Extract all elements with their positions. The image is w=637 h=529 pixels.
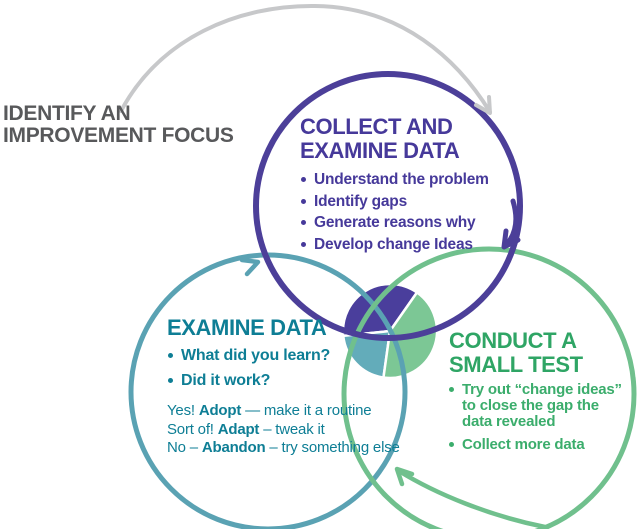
bullet-text: Understand the problem: [314, 171, 489, 188]
bullet-icon: [449, 387, 454, 392]
bullet-text: What did you learn?: [181, 347, 331, 364]
collect-title-line1: COLLECT AND: [300, 114, 453, 139]
conduct-to-examine-arrow: [394, 466, 548, 529]
decision-keyword: Adopt: [198, 402, 242, 419]
decision-rest: – try something else: [265, 439, 400, 457]
decision-rest: – tweak it: [259, 420, 325, 438]
collect-circle: [253, 71, 523, 341]
bullet-icon: [168, 378, 173, 383]
identify-arrowhead-icon: [474, 95, 492, 115]
identify-focus-line1: IDENTIFY AN: [3, 102, 131, 125]
bullet-text: Identify gaps: [314, 192, 407, 210]
bullet-icon: [449, 442, 454, 448]
conduct-circle: [341, 246, 637, 529]
collect-title-line2: EXAMINE DATA: [300, 138, 460, 163]
bullet-text: Did it work?: [181, 372, 271, 389]
list-item: Generate reasons why: [301, 212, 489, 234]
identify-focus-line2: IMPROVEMENT FOCUS: [3, 124, 234, 147]
decision-line: Yes! Adopt — make it a routine: [167, 402, 400, 421]
examine-to-collect-arrow: [239, 257, 261, 277]
conduct-arrow-shaft: [396, 468, 548, 529]
conduct-title: CONDUCT A SMALL TEST: [449, 329, 583, 377]
examine-arrowhead-icon: [239, 257, 261, 277]
bullet-text: Collect more data: [462, 436, 585, 454]
collect-bullet-list: Understand the problem Identify gaps Gen…: [301, 169, 489, 256]
list-item: What did you learn?: [168, 343, 330, 368]
conduct-title-line1: CONDUCT A: [449, 328, 577, 353]
decision-prefix: Yes!: [167, 402, 199, 419]
decision-keyword: Adapt: [217, 420, 260, 438]
conduct-arrowhead-icon: [394, 466, 415, 487]
list-item: Try out “change ideas” to close the gap …: [449, 382, 631, 429]
bullet-icon: [168, 353, 173, 358]
decision-prefix: No –: [167, 439, 202, 457]
decision-prefix: Sort of!: [167, 420, 218, 438]
collect-title: COLLECT AND EXAMINE DATA: [300, 114, 460, 163]
list-item: Develop change Ideas: [301, 234, 489, 256]
conduct-title-line2: SMALL TEST: [449, 352, 583, 377]
collect-to-conduct-arrow: [501, 198, 521, 250]
examine-decision-lines: Yes! Adopt — make it a routine Sort of! …: [167, 402, 400, 458]
bullet-icon: [301, 177, 306, 182]
bullet-text: Try out “change ideas” to close the gap …: [462, 381, 622, 430]
bullet-icon: [301, 220, 306, 226]
decision-line: Sort of! Adapt – tweak it: [167, 421, 400, 440]
bullet-text: Develop change Ideas: [314, 236, 473, 254]
identify-arrow-shaft: [119, 3, 492, 114]
decision-rest: — make it a routine: [241, 402, 372, 419]
decision-line: No – Abandon – try something else: [167, 439, 400, 458]
conduct-bullet-list: Try out “change ideas” to close the gap …: [449, 382, 631, 461]
list-item: Did it work?: [168, 368, 330, 393]
bullet-text: Generate reasons why: [314, 214, 476, 232]
decision-keyword: Abandon: [201, 439, 266, 457]
list-item: Understand the problem: [301, 169, 489, 191]
bullet-icon: [301, 242, 306, 248]
examine-title: EXAMINE DATA: [167, 315, 327, 340]
collect-arrowhead-icon: [501, 228, 521, 250]
list-item: Collect more data: [449, 437, 631, 453]
examine-bullet-list: What did you learn? Did it work?: [168, 343, 330, 393]
identify-focus-label: IDENTIFY AN IMPROVEMENT FOCUS: [3, 103, 234, 147]
bullet-icon: [301, 198, 306, 204]
identify-to-collect-arrow: [119, 3, 492, 115]
list-item: Identify gaps: [301, 191, 489, 213]
